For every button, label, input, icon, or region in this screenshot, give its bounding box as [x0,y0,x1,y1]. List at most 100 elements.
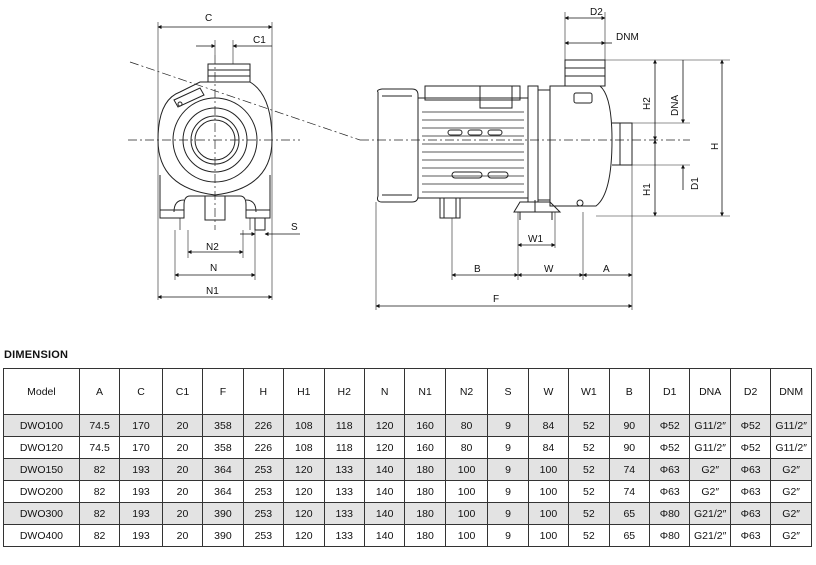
pump-side-view [360,12,730,310]
table-cell: Φ80 [649,502,691,525]
column-header-h1: H1 [283,368,325,415]
table-cell: 160 [404,436,446,459]
label-f: F [493,294,499,305]
table-cell: 140 [363,458,406,481]
table-cell: 133 [323,458,365,481]
column-header-model: Model [3,368,80,415]
label-dna: DNA [670,95,681,116]
label-dnm: DNM [616,32,639,43]
column-header-h: H [242,368,285,415]
table-cell: 120 [283,524,325,547]
table-cell: 120 [283,458,325,481]
table-cell: G11/2″ [770,414,812,437]
table-cell: 52 [568,480,610,503]
table-cell: 100 [527,524,570,547]
column-header-n2: N2 [444,368,489,415]
table-cell: 100 [444,458,489,481]
table-cell: 20 [161,414,204,437]
column-header-n: N [363,368,406,415]
table-cell: DWO150 [3,458,80,481]
label-n2: N2 [206,242,219,253]
table-cell: 193 [119,502,163,525]
table-cell: 120 [363,414,406,437]
table-cell: 90 [608,436,651,459]
table-cell: 82 [78,480,121,503]
dimension-section-title: DIMENSION [4,349,69,361]
label-h: H [710,143,721,150]
table-cell: 253 [242,524,285,547]
table-cell: 226 [242,414,285,437]
table-cell: DWO120 [3,436,80,459]
table-cell: DWO400 [3,524,80,547]
table-cell: Φ52 [649,414,691,437]
table-cell: G21/2″ [689,524,731,547]
table-cell: 9 [487,480,529,503]
column-header-n1: N1 [404,368,446,415]
table-cell: 9 [487,458,529,481]
table-cell: 120 [283,480,325,503]
table-cell: 120 [363,436,406,459]
table-cell: 90 [608,414,651,437]
table-cell: 118 [323,414,365,437]
table-cell: 140 [363,480,406,503]
table-cell: 74.5 [78,436,121,459]
table-cell: 140 [363,502,406,525]
table-cell: 84 [527,436,570,459]
table-cell: 226 [242,436,285,459]
column-header-dna: DNA [689,368,731,415]
table-cell: DWO100 [3,414,80,437]
table-cell: 52 [568,524,610,547]
table-cell: 133 [323,480,365,503]
table-cell: Φ52 [729,436,772,459]
side-dimension-lines [375,16,724,308]
table-cell: 133 [323,502,365,525]
label-d1: D1 [690,177,701,190]
table-cell: 74.5 [78,414,121,437]
table-cell: 52 [568,502,610,525]
table-cell: 170 [119,414,163,437]
table-cell: Φ63 [649,458,691,481]
table-cell: 120 [283,502,325,525]
table-cell: 9 [487,524,529,547]
front-dimension-lines [157,25,300,299]
table-cell: 108 [283,436,325,459]
table-cell: Φ63 [729,502,772,525]
table-cell: 74 [608,480,651,503]
table-cell: G2″ [770,524,812,547]
table-cell: 84 [527,414,570,437]
pump-front-view [128,22,361,300]
table-cell: 180 [404,458,446,481]
table-cell: 133 [323,524,365,547]
table-cell: 82 [78,502,121,525]
label-b: B [474,264,481,275]
table-cell: G11/2″ [689,414,731,437]
table-cell: Φ63 [649,480,691,503]
table-cell: 170 [119,436,163,459]
table-cell: 52 [568,414,610,437]
table-cell: 100 [444,524,489,547]
column-header-a: A [78,368,121,415]
column-header-f: F [202,368,244,415]
table-cell: 100 [527,480,570,503]
table-cell: 390 [202,502,244,525]
table-cell: 364 [202,458,244,481]
label-n1: N1 [206,286,219,297]
column-header-h2: H2 [323,368,365,415]
table-cell: 9 [487,436,529,459]
table-cell: Φ52 [649,436,691,459]
table-cell: 118 [323,436,365,459]
column-header-c: C [119,368,163,415]
label-d2: D2 [590,7,603,18]
column-header-dnm: DNM [770,368,812,415]
pump-dimension-drawing: C C1 N2 N N1 S [128,7,730,310]
table-cell: Φ80 [649,524,691,547]
column-header-s: S [487,368,529,415]
table-cell: 140 [363,524,406,547]
table-cell: 74 [608,458,651,481]
table-cell: G2″ [770,502,812,525]
table-cell: 20 [161,480,204,503]
